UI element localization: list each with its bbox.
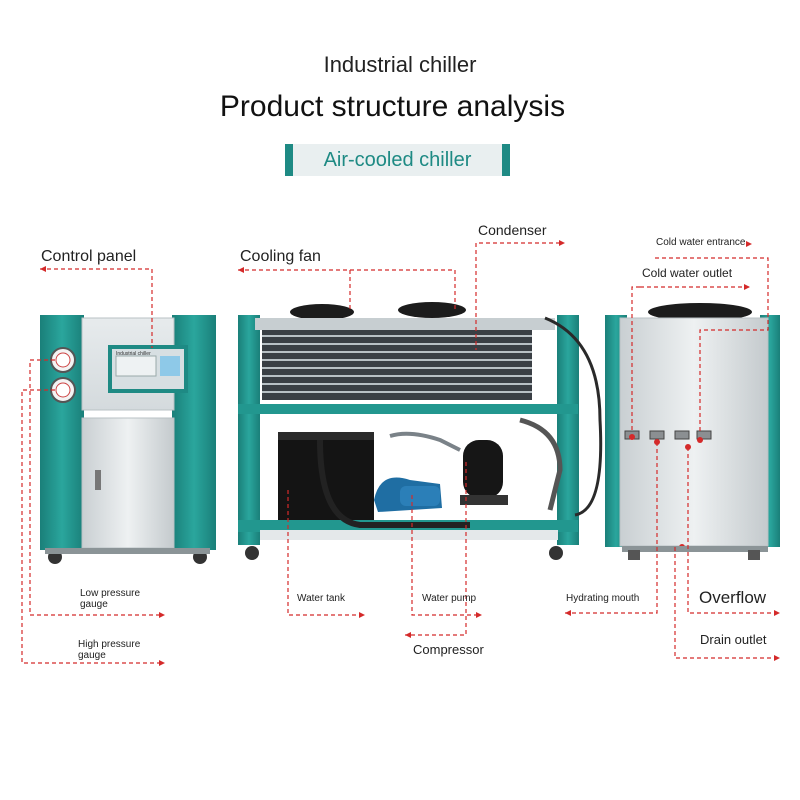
label-high-pressure-gauge: High pressure gauge <box>78 639 141 661</box>
label-hydrating-mouth: Hydrating mouth <box>566 593 640 604</box>
page-title: Product structure analysis <box>219 90 566 123</box>
leader-arrowheads <box>40 240 780 666</box>
panel-display-text: Industrial chiller <box>116 351 151 357</box>
left-unit: Industrial chiller <box>40 315 216 564</box>
label-cold-water-entrance: Cold water entrance <box>656 237 746 248</box>
label-cooling-fan: Cooling fan <box>240 248 321 265</box>
control-panel-display: Industrial chiller <box>108 345 188 393</box>
water-pump <box>374 477 442 512</box>
label-water-pump: Water pump <box>422 593 477 604</box>
condenser-coil <box>255 318 555 400</box>
label-compressor: Compressor <box>413 642 484 657</box>
label-condenser: Condenser <box>478 222 547 238</box>
label-water-tank: Water tank <box>297 593 345 604</box>
compressor <box>460 440 508 505</box>
middle-unit <box>238 302 603 560</box>
pressure-gauges <box>50 347 76 403</box>
label-overflow: Overflow <box>699 588 767 607</box>
right-unit <box>605 303 780 560</box>
leader-lines <box>21 242 775 664</box>
product-type-banner: Air-cooled chiller <box>285 144 510 176</box>
label-drain-outlet: Drain outlet <box>700 632 767 647</box>
water-tank <box>278 432 374 520</box>
label-cold-water-outlet: Cold water outlet <box>642 266 733 280</box>
label-control-panel: Control panel <box>41 248 137 265</box>
header-subtitle: Industrial chiller <box>323 52 477 77</box>
label-low-pressure-gauge: Low pressure gauge <box>80 588 141 610</box>
